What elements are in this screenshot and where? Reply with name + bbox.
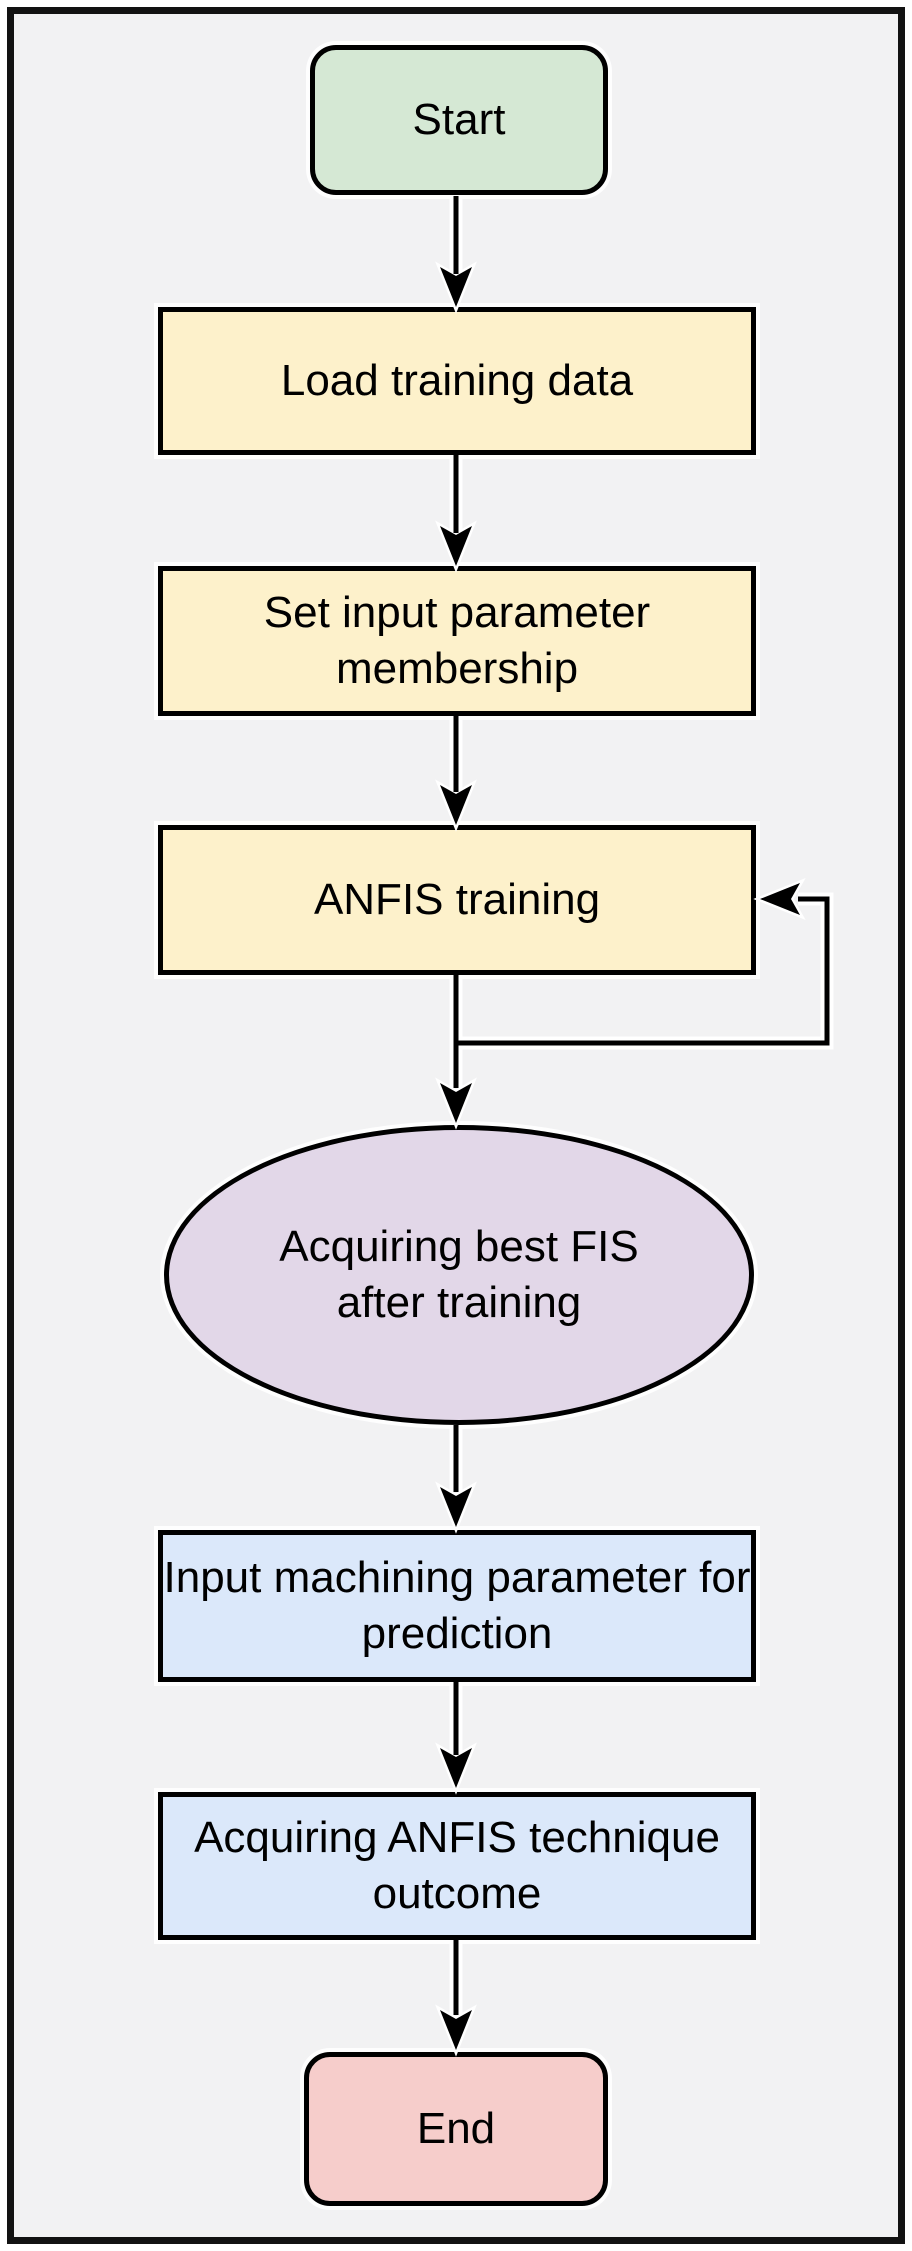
node-load-training-data-label: Load training data	[280, 356, 634, 406]
node-acquiring-best-fis: Acquiring best FIS after training	[164, 1125, 754, 1425]
node-acquiring-anfis-outcome-label: Acquiring ANFIS technique outcome	[194, 1813, 720, 1918]
node-acquiring-anfis-outcome: Acquiring ANFIS technique outcome	[158, 1792, 756, 1940]
node-input-machining-parameter: Input machining parameter for prediction	[158, 1530, 756, 1682]
node-anfis-training: ANFIS training	[158, 825, 756, 975]
node-input-machining-parameter-label: Input machining parameter for prediction	[163, 1553, 751, 1658]
node-set-input-parameter-membership: Set input parameter membership	[158, 566, 756, 716]
node-start: Start	[310, 45, 608, 195]
node-acquiring-best-fis-label: Acquiring best FIS after training	[279, 1222, 639, 1327]
node-start-label: Start	[412, 95, 506, 145]
node-end-label: End	[416, 2104, 496, 2154]
node-anfis-training-label: ANFIS training	[313, 875, 601, 925]
node-set-input-parameter-membership-label: Set input parameter membership	[263, 588, 651, 693]
node-end: End	[304, 2052, 608, 2206]
node-load-training-data: Load training data	[158, 307, 756, 455]
